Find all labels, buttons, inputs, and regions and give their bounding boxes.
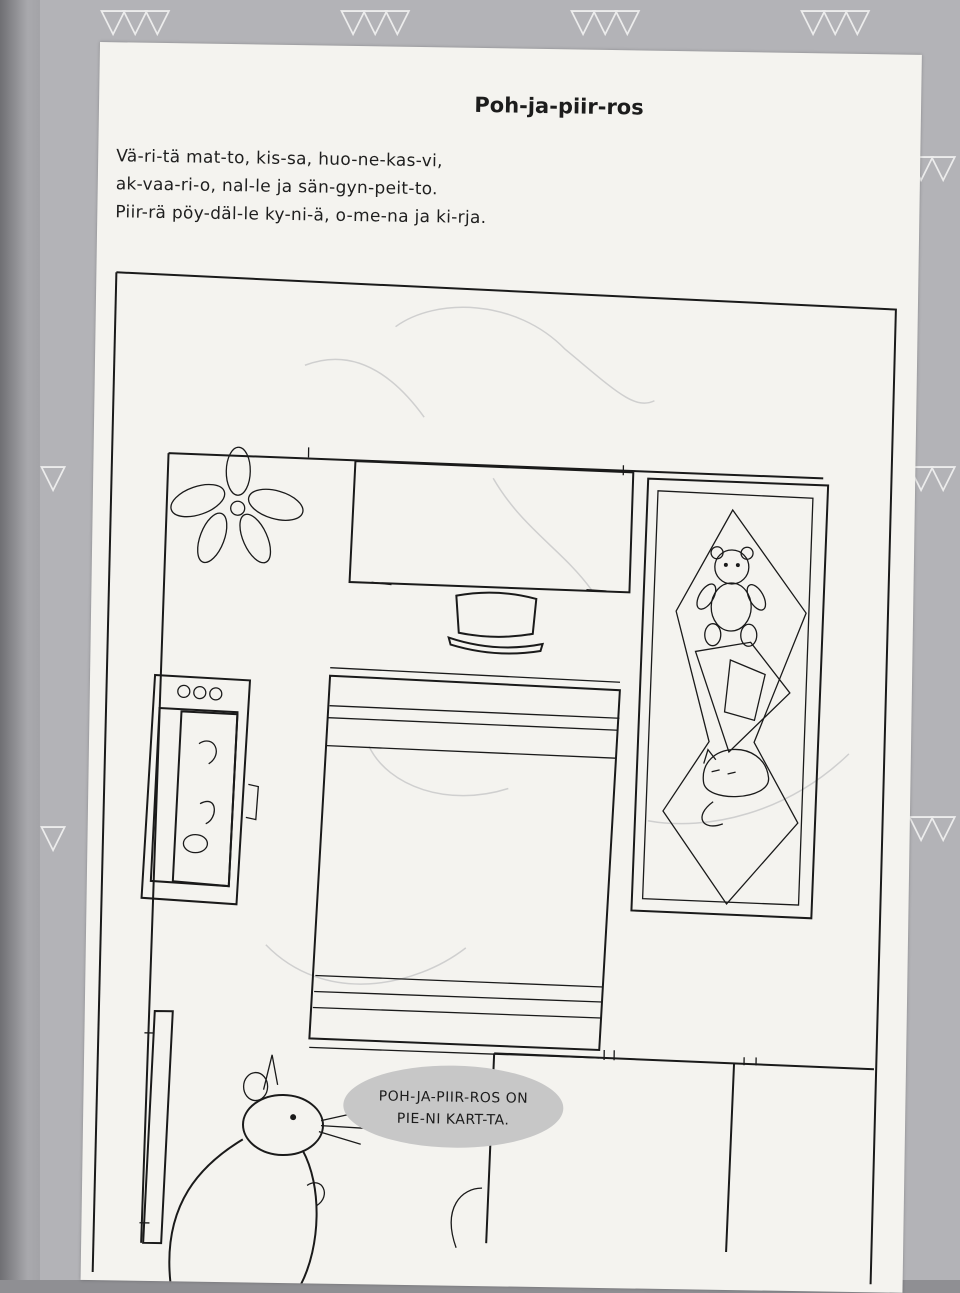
- speech-bubble-line-1: POH-JA-PIIR-ROS ON: [378, 1088, 529, 1107]
- desk-chair: [455, 591, 538, 638]
- houseplant-icon: [170, 446, 304, 564]
- sleeping-cat-icon: [701, 748, 770, 827]
- wardrobe: [485, 1050, 875, 1253]
- room-outer-wall: [116, 271, 897, 1285]
- bleed-through-drawing: [265, 306, 850, 985]
- mouse-character-icon: [168, 1054, 366, 1287]
- speech-bubble-line-2: PIE-NI KART-TA.: [396, 1110, 510, 1129]
- teddy-bear-icon: [696, 546, 767, 647]
- bed: [630, 477, 830, 920]
- floor-plan: [91, 271, 897, 1287]
- inner-room-wall: [140, 452, 824, 1243]
- door: [139, 1009, 174, 1245]
- bedspread-pattern: [662, 508, 807, 906]
- aquarium-icon: [140, 673, 260, 906]
- desk: [348, 460, 635, 655]
- striped-rug: [308, 667, 621, 1059]
- worksheet-page: Poh-ja-piir-ros Vä-ri-tä mat-to, kis-sa,…: [80, 42, 922, 1293]
- room-left-wall: [91, 272, 118, 1273]
- mouse-tail: [450, 1187, 483, 1248]
